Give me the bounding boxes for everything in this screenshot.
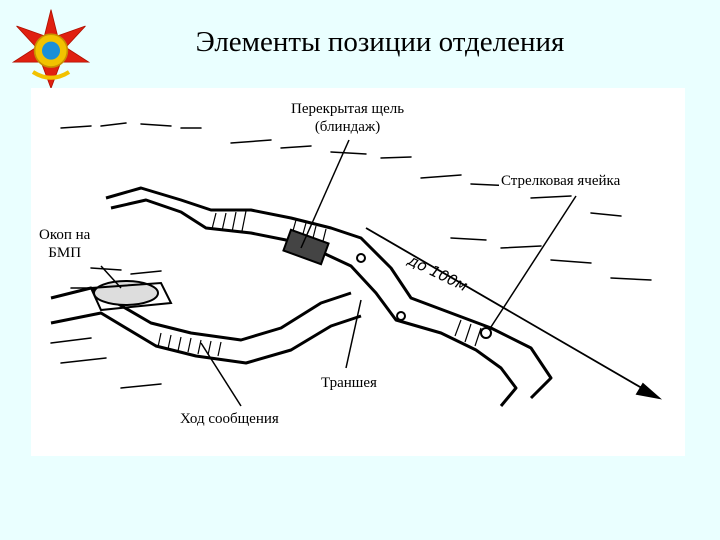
label-trench: Траншея	[319, 374, 379, 392]
emblem-center	[41, 41, 61, 60]
dugout-shape	[282, 228, 330, 266]
trench-diagram-drawing	[50, 122, 663, 407]
label-communication-passage: Ход сообщения	[178, 410, 281, 428]
label-covered-slit: Перекрытая щель (блиндаж)	[289, 100, 407, 136]
page-title: Элементы позиции отделения	[195, 26, 565, 58]
label-rifle-cell: Стрелковая ячейка	[499, 172, 623, 190]
army-emblem-icon	[11, 9, 91, 90]
bmp-trench-shape	[89, 280, 173, 312]
emblem-wreath	[31, 70, 71, 80]
label-bmp-trench: Окоп на БМП	[37, 226, 93, 262]
distance-arrow	[365, 227, 663, 400]
trench-hatching	[157, 210, 482, 357]
leader-lines	[100, 139, 577, 407]
diagram-panel: Перекрытая щель (блиндаж) Стрелковая яче…	[31, 88, 685, 456]
rifle-cell-shape	[356, 253, 492, 339]
